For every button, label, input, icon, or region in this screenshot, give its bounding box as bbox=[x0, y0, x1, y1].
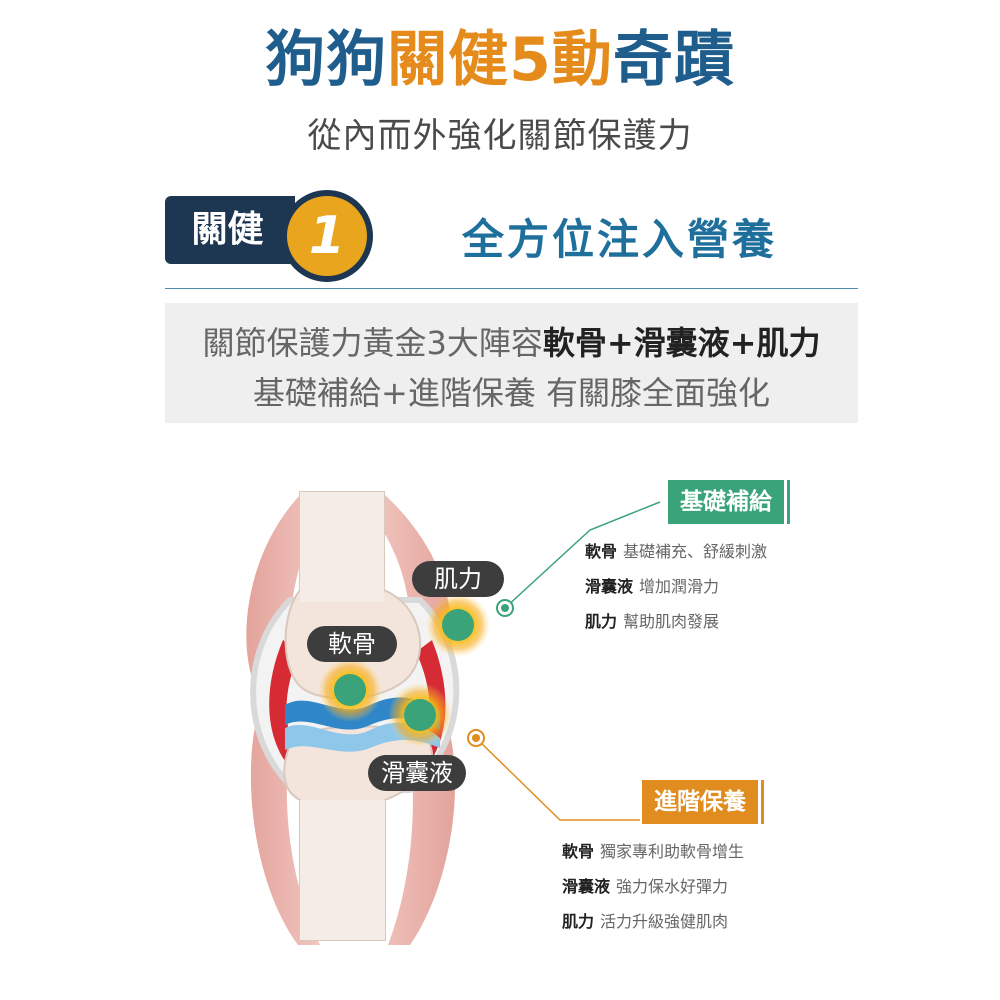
advanced-item-name: 軟骨 bbox=[562, 842, 595, 861]
section-badge-label: 關健 bbox=[191, 209, 264, 250]
page-subtitle: 從內而外強化關節保護力 bbox=[307, 116, 693, 156]
connector-advanced bbox=[475, 737, 640, 821]
advanced-item-name: 肌力 bbox=[562, 912, 595, 931]
divider bbox=[165, 288, 858, 289]
summary-line-1: 關節保護力黃金3大陣容軟骨+滑囊液+肌力 bbox=[165, 318, 858, 364]
page-title: 狗狗關健5動奇蹟 bbox=[0, 22, 1000, 98]
basic-category-title: 基礎補給 bbox=[668, 480, 784, 524]
advanced-category-bar bbox=[761, 780, 764, 824]
advanced-item-desc: 活力升級強健肌肉 bbox=[600, 912, 729, 931]
advanced-item: 肌力活力升級強健肌肉 bbox=[562, 908, 728, 932]
basic-item-name: 滑囊液 bbox=[585, 577, 634, 596]
advanced-item: 滑囊液強力保水好彈力 bbox=[562, 873, 728, 897]
advanced-item-name: 滑囊液 bbox=[562, 877, 611, 896]
basic-item-desc: 基礎補充、舒緩刺激 bbox=[623, 542, 768, 561]
synovium bbox=[269, 640, 300, 770]
basic-item-name: 軟骨 bbox=[585, 542, 618, 561]
title-part-1: 狗狗 bbox=[265, 25, 388, 95]
basic-item: 滑囊液增加潤滑力 bbox=[585, 573, 719, 597]
label-cartilage: 軟骨 bbox=[307, 626, 397, 662]
section-number: 1 bbox=[308, 206, 346, 266]
basic-item: 軟骨基礎補充、舒緩刺激 bbox=[585, 538, 767, 562]
advanced-item: 軟骨獨家專利助軟骨增生 bbox=[562, 838, 744, 862]
connector-basic bbox=[504, 501, 661, 609]
basic-item-name: 肌力 bbox=[585, 612, 618, 631]
summary-box bbox=[165, 303, 858, 423]
summary-line-1-plain: 關節保護力黃金3大陣容 bbox=[202, 324, 543, 362]
summary-line-1-bold: 軟骨+滑囊液+肌力 bbox=[542, 324, 821, 362]
basic-item: 肌力幫助肌肉發展 bbox=[585, 608, 719, 632]
title-part-3: 奇蹟 bbox=[612, 25, 735, 95]
title-part-2: 關健5動 bbox=[387, 25, 613, 95]
section-badge bbox=[165, 196, 295, 264]
section-number-circle bbox=[281, 190, 373, 282]
basic-item-desc: 增加潤滑力 bbox=[639, 577, 720, 596]
basic-item-desc: 幫助肌肉發展 bbox=[623, 612, 720, 631]
summary-line-2: 基礎補給+進階保養 有關膝全面強化 bbox=[253, 374, 770, 412]
label-muscle: 肌力 bbox=[412, 561, 504, 597]
basic-category-bar bbox=[787, 480, 790, 524]
label-synovial: 滑囊液 bbox=[368, 755, 466, 791]
advanced-item-desc: 獨家專利助軟骨增生 bbox=[600, 842, 745, 861]
advanced-item-desc: 強力保水好彈力 bbox=[616, 877, 729, 896]
advanced-category-title: 進階保養 bbox=[642, 780, 758, 824]
section-title: 全方位注入營養 bbox=[462, 215, 778, 264]
